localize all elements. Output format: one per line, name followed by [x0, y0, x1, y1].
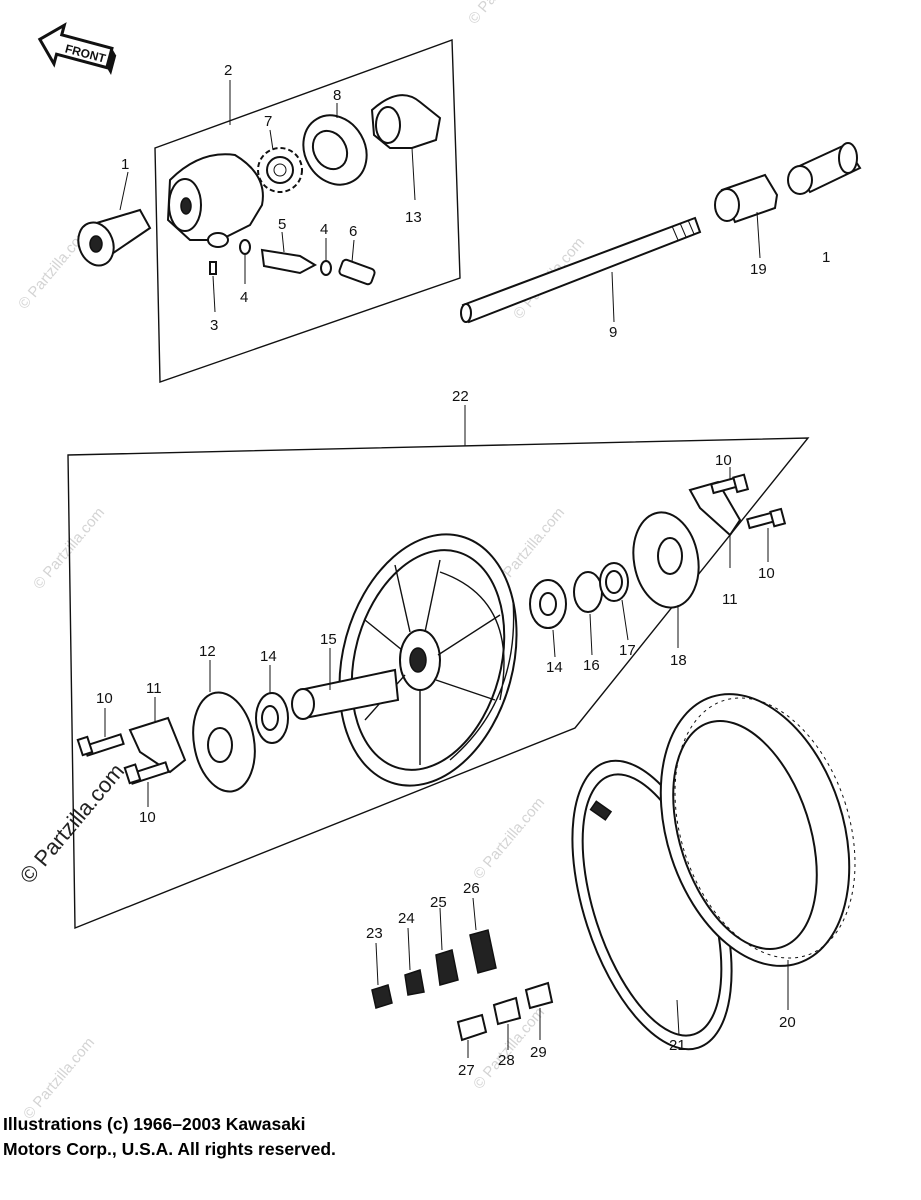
- side-watermark: © Partzilla.com: [15, 759, 129, 889]
- callout-24: 24: [398, 910, 415, 927]
- callout-7: 7: [264, 113, 272, 130]
- brake-shoe-part: [469, 929, 497, 974]
- cover-plate-part: [370, 94, 442, 149]
- leader-lines: [104, 80, 789, 1058]
- brake-pad-part: [524, 981, 554, 1010]
- sprocket-housing-part: [166, 153, 264, 248]
- watermark-text: © Partzilla.com: [465, 0, 543, 28]
- callout-29: 29: [530, 1044, 547, 1061]
- callout-13: 13: [405, 209, 422, 226]
- disc-plate-part: [192, 691, 256, 793]
- bolt-part: [746, 507, 787, 530]
- bolt-part: [76, 733, 125, 757]
- bolt-part: [710, 473, 750, 495]
- callout-22: 22: [452, 388, 469, 405]
- lock-plate-part: [128, 716, 187, 774]
- callout-9: 9: [609, 324, 617, 341]
- callout-10: 10: [139, 809, 156, 826]
- callout-14: 14: [546, 659, 563, 676]
- circlip-part: [573, 571, 603, 613]
- collar-part: [77, 208, 152, 267]
- collar-part: [714, 173, 779, 224]
- callout-16: 16: [583, 657, 600, 674]
- callout-labels: 1 1 2 3 4 4 5 6 7 8 9 10 10 10 10 11 11 …: [96, 62, 830, 1079]
- key-part: [209, 261, 217, 275]
- disc-plate-part: [632, 511, 700, 609]
- copyright-line-1: Illustrations (c) 1966–2003 Kawasaki: [3, 1114, 306, 1134]
- watermark-text: © Partzilla.com: [470, 794, 548, 882]
- callout-11: 11: [722, 591, 738, 608]
- callout-20: 20: [779, 1014, 796, 1031]
- callout-4: 4: [240, 289, 248, 306]
- copyright-notice: Illustrations (c) 1966–2003 Kawasaki Mot…: [3, 1112, 336, 1162]
- callout-3: 3: [210, 317, 218, 334]
- cast-wheel-part: [338, 533, 518, 787]
- axle-part: [460, 216, 702, 324]
- bolt-part: [338, 258, 376, 286]
- callout-1: 1: [121, 156, 129, 173]
- washer-part: [239, 239, 251, 255]
- callout-1: 1: [822, 249, 830, 266]
- brake-shoe-part: [404, 969, 425, 996]
- tire-part: [659, 693, 856, 967]
- bearing-part: [255, 692, 289, 744]
- seal-part: [599, 562, 629, 602]
- bearing-part: [302, 114, 368, 186]
- callout-10: 10: [715, 452, 732, 469]
- callout-12: 12: [199, 643, 216, 660]
- copyright-line-2: Motors Corp., U.S.A. All rights reserved…: [3, 1139, 336, 1159]
- callout-27: 27: [458, 1062, 475, 1079]
- bearing-part: [529, 579, 567, 629]
- bolt-part: [123, 761, 170, 785]
- callout-18: 18: [670, 652, 687, 669]
- callout-19: 19: [750, 261, 767, 278]
- callout-28: 28: [498, 1052, 515, 1069]
- callout-10: 10: [758, 565, 775, 582]
- callout-25: 25: [430, 894, 447, 911]
- hub-assembly-panel: [154, 39, 461, 383]
- sprocket-gear-part: [257, 147, 303, 193]
- shaft-part: [260, 248, 318, 275]
- callout-21: 21: [669, 1037, 686, 1054]
- callout-11: 11: [146, 680, 162, 697]
- callout-26: 26: [463, 880, 480, 897]
- callout-4: 4: [320, 221, 328, 238]
- callout-5: 5: [278, 216, 286, 233]
- washer-part: [320, 260, 332, 276]
- brake-shoe-part: [435, 949, 459, 986]
- callout-10: 10: [96, 690, 113, 707]
- brake-shoe-part: [371, 984, 393, 1009]
- callout-15: 15: [320, 631, 337, 648]
- front-arrow-icon: FRONT: [37, 22, 117, 75]
- spacer-sleeve-part: [291, 668, 400, 720]
- callout-14: 14: [260, 648, 277, 665]
- wheel-assembly-panel: [67, 437, 810, 930]
- callout-2: 2: [224, 62, 232, 79]
- collar-part: [787, 142, 862, 195]
- callout-8: 8: [333, 87, 341, 104]
- callout-6: 6: [349, 223, 357, 240]
- callout-23: 23: [366, 925, 383, 942]
- callout-17: 17: [619, 642, 636, 659]
- brake-pad-part: [492, 996, 522, 1026]
- brake-pad-part: [456, 1013, 488, 1042]
- watermark-text: © Partzilla.com: [20, 1034, 98, 1122]
